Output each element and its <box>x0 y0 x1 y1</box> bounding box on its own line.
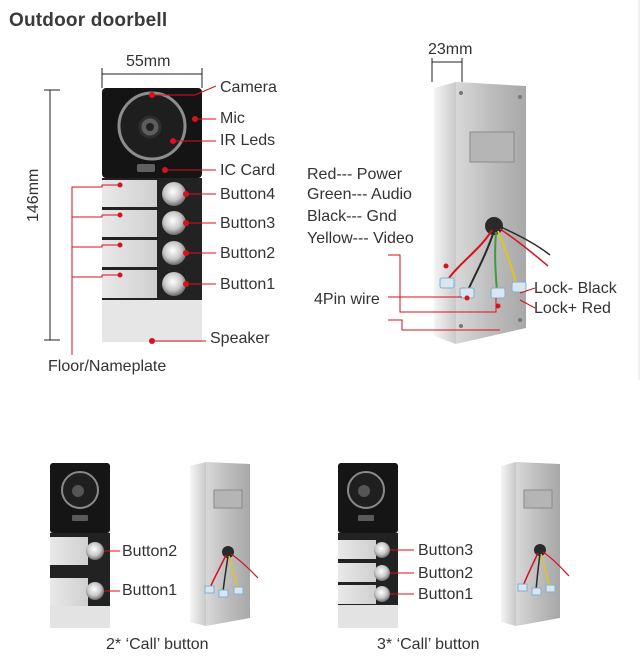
width-dimension: 55mm <box>126 53 171 70</box>
button4-label: Button4 <box>220 186 276 203</box>
floor-nameplate-label: Floor/Nameplate <box>48 358 167 375</box>
ir-leds-label: IR Leds <box>220 132 276 149</box>
ic-card-badge <box>137 164 155 172</box>
speaker-plate <box>102 300 202 342</box>
v2-caption: 2* ‘Call’ button <box>106 636 209 653</box>
mic-label: Mic <box>220 110 245 127</box>
variant-3-view <box>338 462 570 628</box>
wire-black-label: Black--- Gnd <box>307 208 397 225</box>
front-view <box>44 68 217 355</box>
button1-knob <box>162 272 186 296</box>
cable-hole <box>485 217 503 235</box>
v3-button3-label: Button3 <box>418 542 474 559</box>
v3-button2-label: Button2 <box>418 565 474 582</box>
v2-button2-label: Button2 <box>122 543 178 560</box>
speaker-label: Speaker <box>210 330 270 347</box>
lock-plus-label: Lock+ Red <box>534 300 611 317</box>
ic-card-label: IC Card <box>220 162 276 179</box>
button2-label: Button2 <box>220 245 276 262</box>
v2-button1-label: Button1 <box>122 582 178 599</box>
button1-label: Button1 <box>220 276 276 293</box>
button2-knob <box>162 241 186 265</box>
height-dimension: 146mm <box>25 168 42 222</box>
back-face <box>456 82 526 344</box>
side-face <box>434 82 456 344</box>
v3-caption: 3* ‘Call’ button <box>377 636 480 653</box>
pin-wire-label: 4Pin wire <box>314 291 380 308</box>
button3-label: Button3 <box>220 215 276 232</box>
lock-minus-label: Lock- Black <box>534 280 617 297</box>
button4-knob <box>162 182 186 206</box>
back-view <box>388 58 551 344</box>
v3-button1-label: Button1 <box>418 586 474 603</box>
wire-yellow-label: Yellow--- Video <box>307 230 414 247</box>
page-title: Outdoor doorbell <box>9 10 168 31</box>
wire-red-label: Red--- Power <box>307 166 403 183</box>
button3-knob <box>162 211 186 235</box>
variant-2-view <box>50 462 259 628</box>
depth-dimension: 23mm <box>428 41 473 58</box>
wire-green-label: Green--- Audio <box>307 186 412 203</box>
camera-label: Camera <box>220 79 277 96</box>
